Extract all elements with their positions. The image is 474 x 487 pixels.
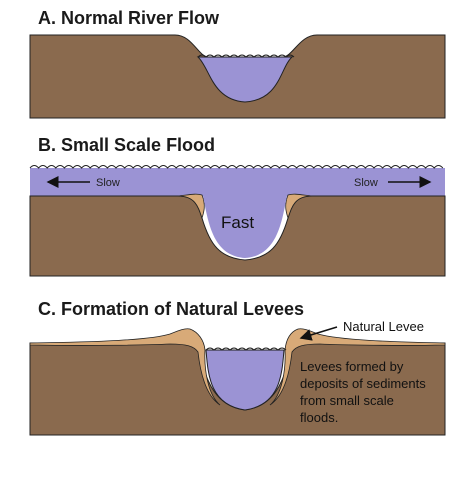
panel-b-flood-water <box>30 168 445 196</box>
panel-c-levee-left <box>29 328 221 406</box>
panel-c-levee-pointer <box>299 326 338 341</box>
panel-b-slow-left-label: Slow <box>96 177 120 189</box>
panel-c-levee-right <box>269 328 446 406</box>
panel-c-note-line-2: deposits of sediments <box>300 376 426 391</box>
panel-b-channel-water <box>203 196 287 258</box>
panel-c-note-line-3: from small scale <box>300 393 394 408</box>
panel-b-deposit-left <box>177 193 205 220</box>
panel-c-levee-label: Natural Levee <box>343 319 424 334</box>
panel-c-note-line-4: floods. <box>300 410 338 425</box>
panel-a-water-surface <box>197 54 295 58</box>
panel-b-title: B. Small Scale Flood <box>38 135 215 155</box>
panel-a-cross-section <box>29 34 446 119</box>
panel-c-title: C. Formation of Natural Levees <box>38 299 304 319</box>
panel-b-fast-label: Fast <box>221 213 254 232</box>
panel-c-note-line-1: Levees formed by <box>300 359 404 374</box>
panel-c-water-surface <box>205 347 287 351</box>
panel-b-cross-section: Slow Slow Fast <box>29 165 446 277</box>
panel-c-cross-section: Natural Levee Levees formed by deposits … <box>29 319 446 436</box>
panel-a-water <box>196 56 294 103</box>
panel-a-title: A. Normal River Flow <box>38 8 220 28</box>
panel-b-slow-right-label: Slow <box>354 177 378 189</box>
panel-c-water <box>205 349 285 411</box>
panel-b-water-surface <box>29 165 444 169</box>
panel-b-deposit-right <box>285 193 313 220</box>
